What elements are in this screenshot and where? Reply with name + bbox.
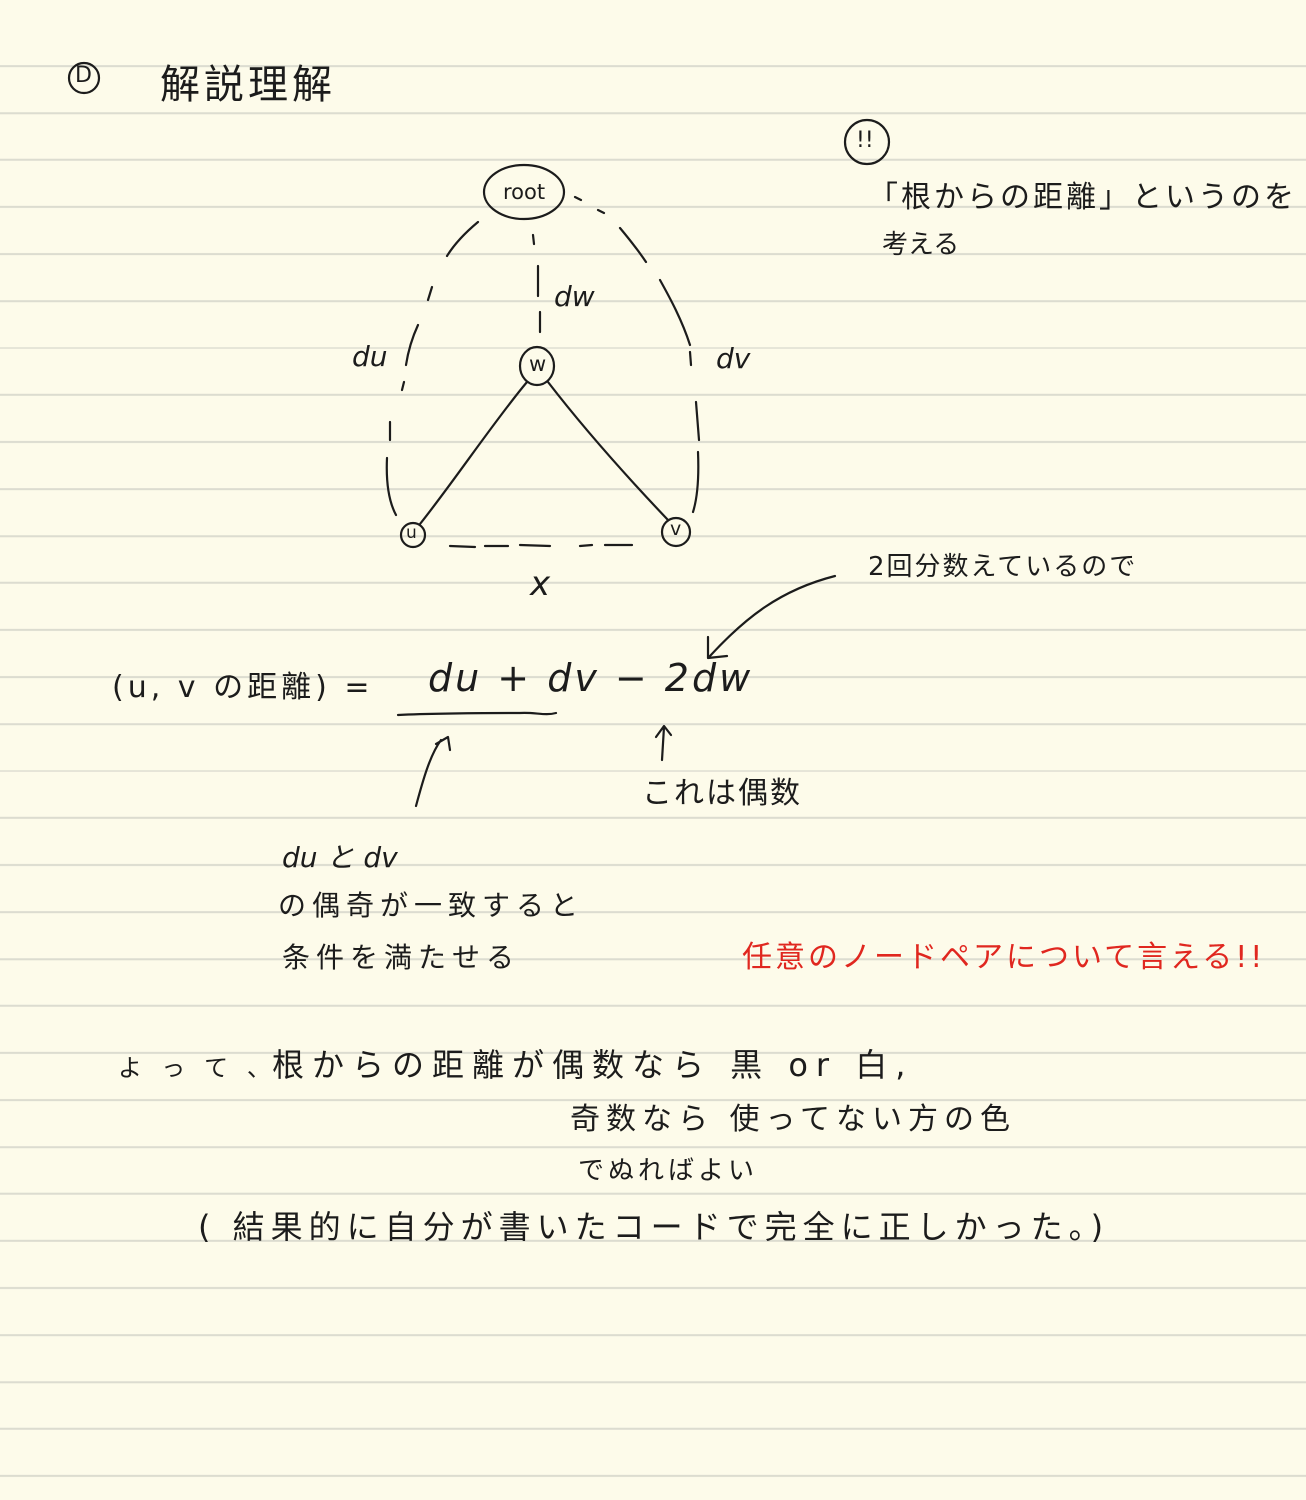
note-even: これは偶数 [642,776,802,811]
dw-edge-label: dw [554,280,595,313]
u-node-label: u [406,523,417,543]
arrow-parity [414,735,452,808]
parity-note-line1: du と dv [282,841,398,874]
annotation-counted-twice: 2回分数えているので [868,552,1138,582]
conclusion-therefore: よって、 [118,1054,291,1082]
u-node-circle [399,521,427,549]
note-any-node-pair: 任意のノードペアについて言える!! [742,940,1266,975]
header-marker-circle [67,61,101,95]
v-node-circle [660,516,692,548]
arrow-even [654,724,673,762]
edge-root-v-dashed [573,195,701,514]
conclusion-line1: 根からの距離が偶数なら 黒 or 白, [272,1046,914,1084]
note-root-distance-line2: 考える [882,230,960,260]
x-edge-label: x [530,564,551,604]
formula-lhs: (u, v の距離) = [112,670,374,705]
w-node-label: w [529,352,547,376]
formula-rhs: du + dv − 2dw [428,656,754,700]
page-title: 解説理解 [160,62,336,108]
du-edge-label: du [352,340,388,373]
note-mark: !! [856,128,874,153]
parity-note-line3: 条件を満たせる [282,941,521,974]
w-node-circle [518,345,556,387]
parity-note-line2: の偶奇が一致すると [278,889,585,922]
root-node-label: root [503,180,546,204]
note-mark-circle [843,118,891,166]
dv-edge-label: dv [716,342,751,375]
edge-root-u-dashed [385,220,480,517]
root-node-circle [482,163,566,221]
conclusion-line3: でぬればよい [578,1156,759,1186]
conclusion-line2: 奇数なら 使ってない方の色 [570,1102,1017,1137]
edge-u-v-dashed [448,543,634,549]
edge-w-v [546,380,670,522]
conclusion-remark: ( 結果的に自分が書いたコードで完全に正しかった。) [198,1208,1110,1246]
edge-root-w-dashed [531,233,542,334]
header-marker: D [75,63,92,88]
note-root-distance-line1: 「根からの距離」というのを [868,180,1297,215]
arrow-twice [706,574,837,660]
edge-w-u [418,380,529,526]
formula-underline [396,711,558,717]
v-node-label: v [670,518,682,540]
